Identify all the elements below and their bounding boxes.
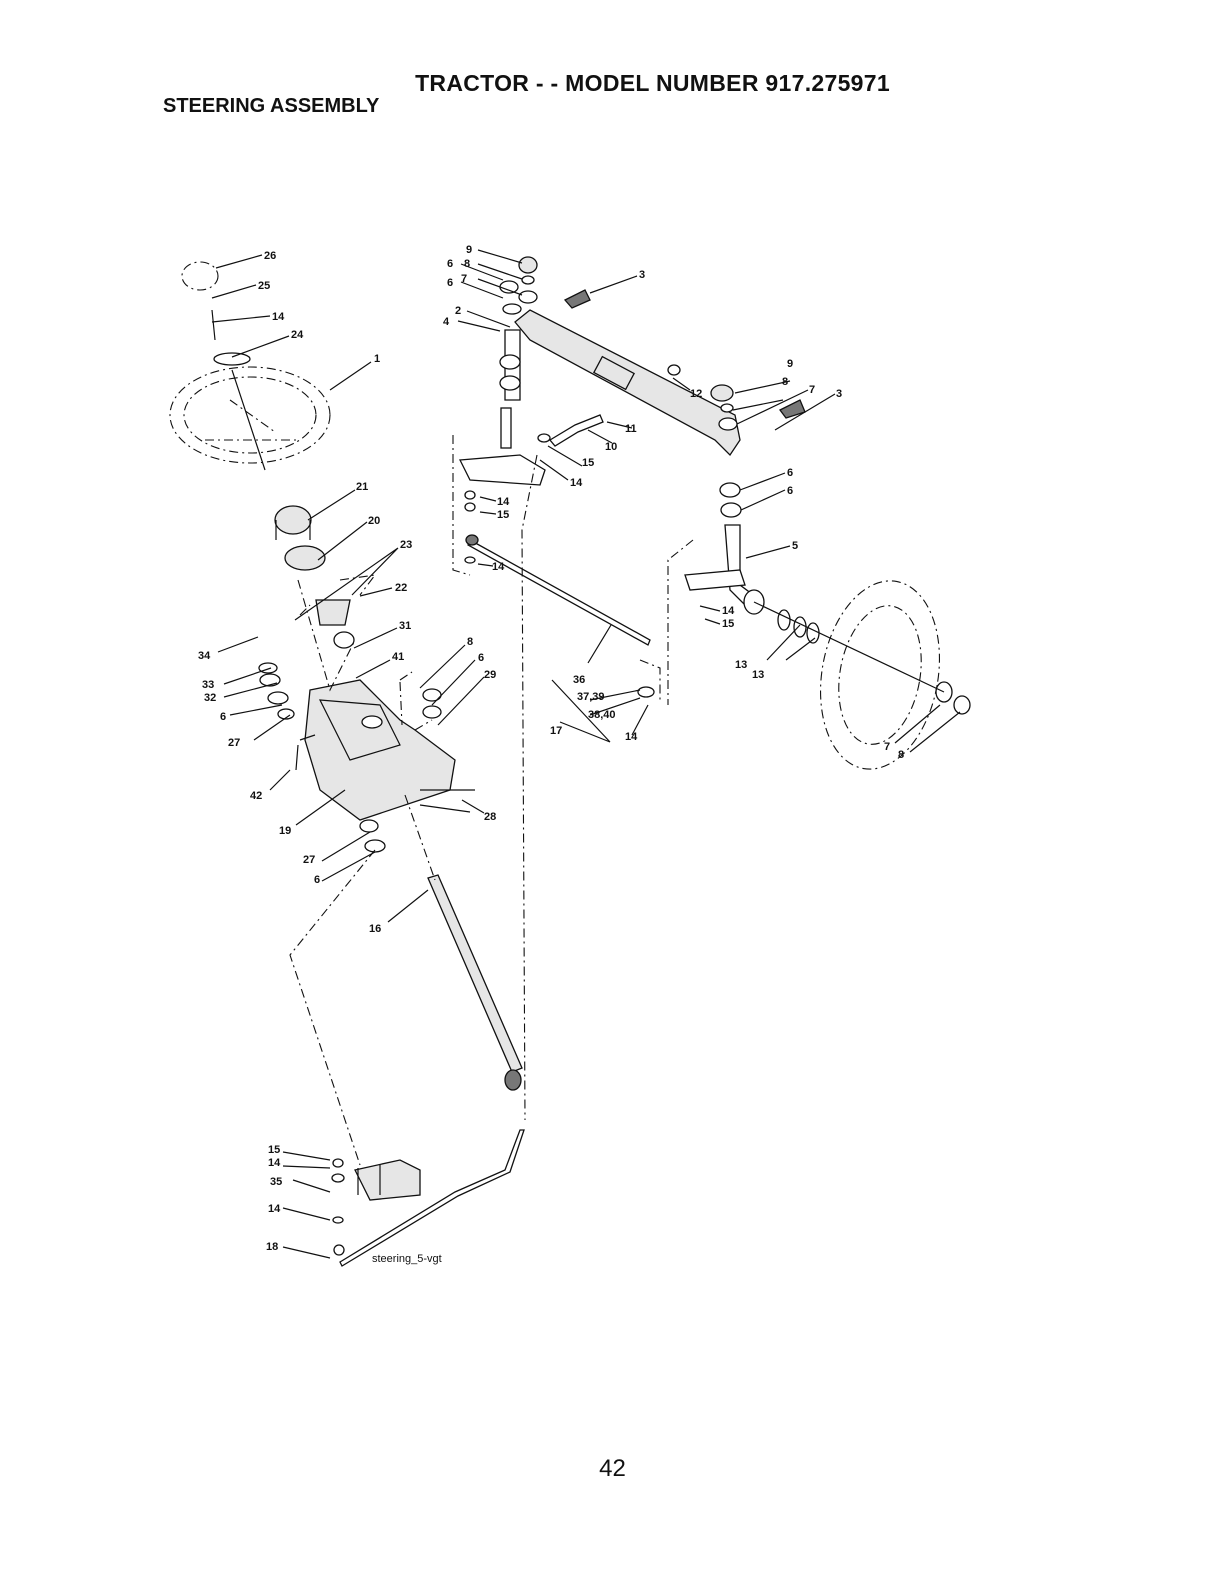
callout-label: 8 — [467, 636, 473, 648]
spindle-4 — [501, 408, 511, 448]
callout-label: 8 — [782, 376, 788, 388]
tie-rod-group — [465, 491, 654, 697]
bearing-27-lower — [360, 820, 378, 832]
callout-label: 9 — [787, 358, 793, 370]
callout-label: 36 — [573, 674, 585, 686]
washer-13 — [778, 610, 790, 630]
washer-24 — [214, 353, 250, 365]
tie-rod-end-17 — [638, 687, 654, 697]
bolt-3-right — [780, 400, 805, 418]
callout-label: 6 — [478, 652, 484, 664]
callout-label: 14 — [272, 311, 285, 323]
callout-label: 25 — [258, 280, 270, 292]
callout-label: 15 — [582, 457, 594, 469]
callout-label: 14 — [492, 561, 505, 573]
steering-wheel-group — [170, 262, 354, 648]
callout-label: 31 — [399, 620, 411, 632]
callout-label: 17 — [550, 725, 562, 737]
callout-label: 26 — [264, 250, 276, 262]
callout-label: 5 — [792, 540, 798, 552]
callout-label: 8 — [898, 749, 904, 761]
cap-9-left — [519, 257, 537, 273]
bolt-11 — [550, 415, 603, 446]
callout-label: 6 — [447, 277, 453, 289]
steering-shaft-group — [428, 875, 522, 1090]
callout-label: 32 — [204, 692, 216, 704]
callout-label: 41 — [392, 651, 404, 663]
callout-label: 15 — [268, 1144, 280, 1156]
callout-label: 6 — [447, 258, 453, 270]
callout-label: 6 — [220, 711, 226, 723]
tie-rod-36 — [468, 540, 650, 645]
callout-label: 12 — [690, 388, 702, 400]
callout-label: 10 — [605, 441, 617, 453]
callout-label: 27 — [228, 737, 240, 749]
callout-label: 6 — [787, 485, 793, 497]
callout-label: 18 — [266, 1241, 278, 1253]
cap-9-right — [711, 385, 733, 401]
callout-label: 28 — [484, 811, 496, 823]
page-number: 42 — [0, 1455, 1225, 1483]
callout-label: 16 — [369, 923, 381, 935]
callout-label: 33 — [202, 679, 214, 691]
callout-label: 42 — [250, 790, 262, 802]
callout-label: 15 — [497, 509, 509, 521]
callout-label: 11 — [625, 423, 637, 435]
front-wheel — [806, 571, 953, 778]
callout-label: 14 — [497, 496, 510, 508]
callout-label: 14 — [625, 731, 638, 743]
callout-label: 14 — [268, 1157, 281, 1169]
callout-label: 13 — [735, 659, 747, 671]
bolt-3-left — [565, 290, 590, 308]
sector-gear-group — [332, 1130, 524, 1266]
callout-label: 2 — [455, 305, 461, 317]
callout-label: 35 — [270, 1176, 282, 1188]
sector-gear-35 — [355, 1160, 420, 1200]
callout-label: 23 — [400, 539, 412, 551]
steering-wheel-cap — [182, 262, 218, 290]
callout-label: 19 — [279, 825, 291, 837]
callout-label: 27 — [303, 854, 315, 866]
callout-label: 20 — [368, 515, 380, 527]
adapter-21 — [275, 506, 311, 534]
bracket-23 — [316, 600, 350, 625]
callout-label: 34 — [198, 650, 211, 662]
callout-label: 24 — [291, 329, 304, 341]
steering-shaft-16 — [428, 875, 522, 1072]
callout-label: 9 — [466, 244, 472, 256]
callout-label: 38,40 — [588, 709, 616, 721]
callout-label: 7 — [809, 384, 815, 396]
callout-label: 8 — [464, 258, 470, 270]
diagram-caption: steering_5-vgt — [372, 1253, 442, 1265]
callout-label: 13 — [752, 669, 764, 681]
callout-label: 14 — [722, 605, 735, 617]
callout-label: 14 — [268, 1203, 281, 1215]
callout-label: 4 — [443, 316, 450, 328]
steering-support-group — [259, 663, 475, 852]
drag-link-18 — [340, 1130, 524, 1266]
callout-label: 37,39 — [577, 691, 605, 703]
bushing-20 — [285, 546, 325, 570]
callout-label: 15 — [722, 618, 734, 630]
callout-label: 3 — [639, 269, 645, 281]
callout-label: 6 — [787, 467, 793, 479]
callout-label: 29 — [484, 669, 496, 681]
callout-label: 7 — [461, 273, 467, 285]
callout-label: 22 — [395, 582, 407, 594]
front-wheel-group — [744, 571, 970, 778]
callout-label: 14 — [570, 477, 583, 489]
callout-label: 6 — [314, 874, 320, 886]
callout-label: 3 — [836, 388, 842, 400]
callout-label: 7 — [884, 741, 890, 753]
steering-wheel-rim — [170, 367, 330, 463]
callout-label: 21 — [356, 481, 368, 493]
callout-label: 1 — [374, 353, 380, 365]
